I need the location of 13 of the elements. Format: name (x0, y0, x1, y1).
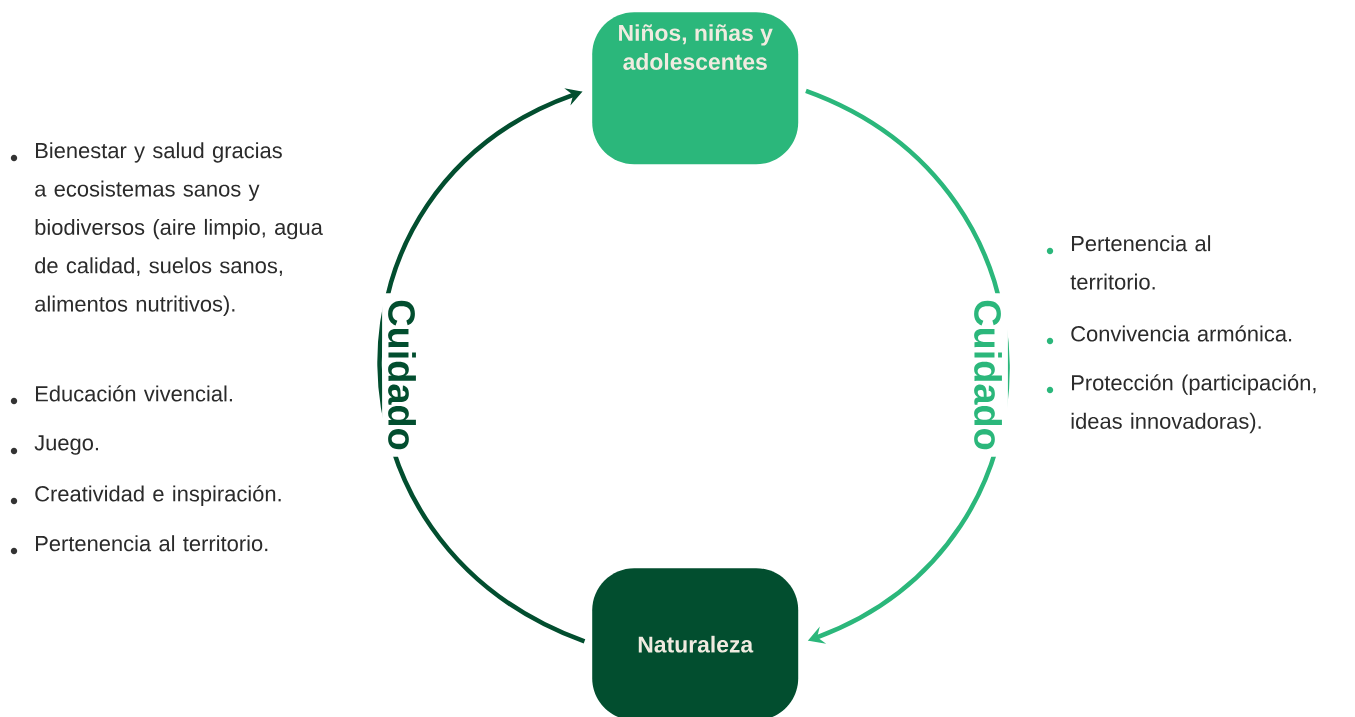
list-item: Pertenencia al territorio. (36, 535, 268, 552)
list-item: Educación vivencial. (36, 385, 232, 402)
curved-arrow (377, 88, 586, 644)
edge-label: Cuidado (382, 293, 422, 457)
list-item: Protección (participación, ideas innovadoras). (1071, 374, 1316, 434)
list-item: Creatividad e inspiración. (35, 485, 281, 506)
rounded-box: Niños, niñas y adolescentes (592, 12, 799, 165)
list-item: Juego. (34, 435, 98, 455)
edge-label: Cuidado (968, 293, 1008, 457)
rounded-box: Naturaleza (592, 568, 799, 717)
list-item: Convivencia armónica. (1071, 325, 1292, 342)
list-item: Bienestar y salud gracias a ecosistemas sanos y biodiversos (aire limpio, agua de calidad, suelos sanos, alimentos nutritivos). (35, 142, 323, 317)
list-item: Pertenencia al territorio. (1070, 235, 1211, 290)
